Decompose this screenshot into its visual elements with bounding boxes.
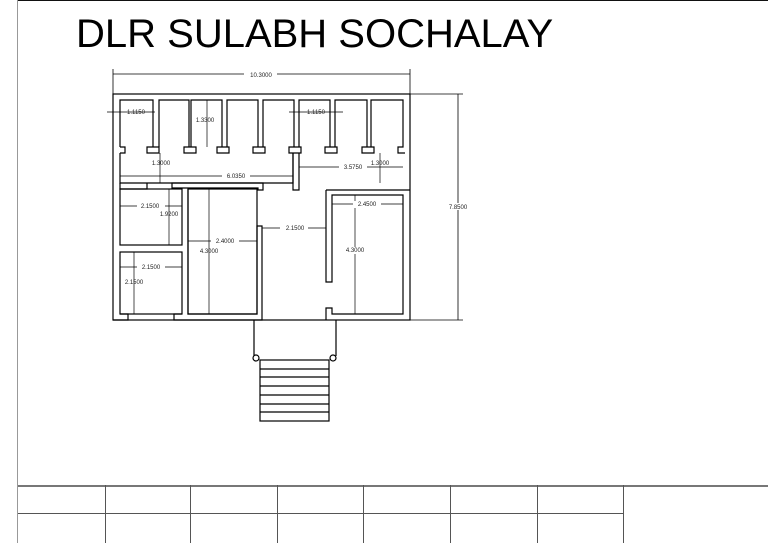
dim-room-a-depth: 1.9200 <box>160 212 179 218</box>
stalls <box>119 99 405 154</box>
title-block <box>18 485 768 543</box>
dim-overall-height: 7.8500 <box>449 205 468 211</box>
dim-hall-left-width: 2.4000 <box>216 239 235 245</box>
dim-corridor-left: 1.3000 <box>152 161 171 167</box>
dim-corridor-right-length: 3.5750 <box>344 165 363 171</box>
sheet-top-border <box>18 0 768 1</box>
dim-stall-width-right: 1.1150 <box>307 110 326 116</box>
dim-entrance-width: 2.1500 <box>286 226 305 232</box>
dim-corridor-length: 6.0350 <box>227 174 246 180</box>
dim-corridor-right: 1.3000 <box>371 161 390 167</box>
dim-room-b-depth: 2.1500 <box>125 280 144 286</box>
drawing-title: DLR SULABH SOCHALAY <box>76 12 554 56</box>
sheet-left-border <box>17 0 18 543</box>
dim-room-a-width: 2.1500 <box>141 204 160 210</box>
dim-stall-depth: 1.3300 <box>196 118 215 124</box>
dim-hall-right-depth: 4.3000 <box>346 248 365 254</box>
dim-room-b-width: 2.1500 <box>142 265 161 271</box>
dim-hall-right-width: 2.4500 <box>358 202 377 208</box>
stairs <box>259 359 330 422</box>
dim-overall-width: 10.3000 <box>250 73 272 79</box>
dim-hall-left-depth: 4.3000 <box>200 249 219 255</box>
dim-stall-width-left: 1.1150 <box>127 110 146 116</box>
